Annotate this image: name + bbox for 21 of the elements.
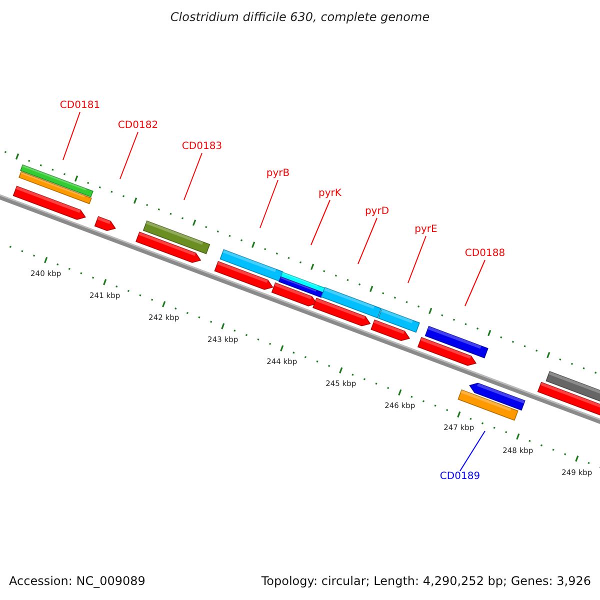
gene-label: pyrE [414, 224, 438, 235]
gene-label: CD0189 [440, 471, 480, 482]
gene-label: pyrB [266, 168, 290, 179]
gene-label: CD0183 [182, 141, 222, 152]
genome-info-text: Topology: circular; Length: 4,290,252 bp; Genes: 3,926 [261, 574, 591, 588]
leader-line [460, 430, 486, 472]
leader-line [310, 200, 330, 246]
leader-line [62, 112, 80, 160]
accession-text: Accession: NC_009089 [9, 574, 146, 588]
gene-label: pyrK [318, 188, 342, 199]
leader-line [184, 152, 202, 200]
leader-line [120, 132, 138, 180]
leader-line [260, 180, 278, 228]
gene-label: pyrD [364, 206, 390, 217]
gene-label: CD0188 [464, 248, 506, 259]
map-title: Clostridium difficile 630, complete genome [169, 10, 431, 24]
leader-line [408, 236, 426, 284]
leader-line [464, 260, 486, 306]
gene-label: CD0181 [60, 100, 100, 111]
leader-line [358, 218, 378, 264]
gene-label: CD0182 [118, 120, 158, 131]
